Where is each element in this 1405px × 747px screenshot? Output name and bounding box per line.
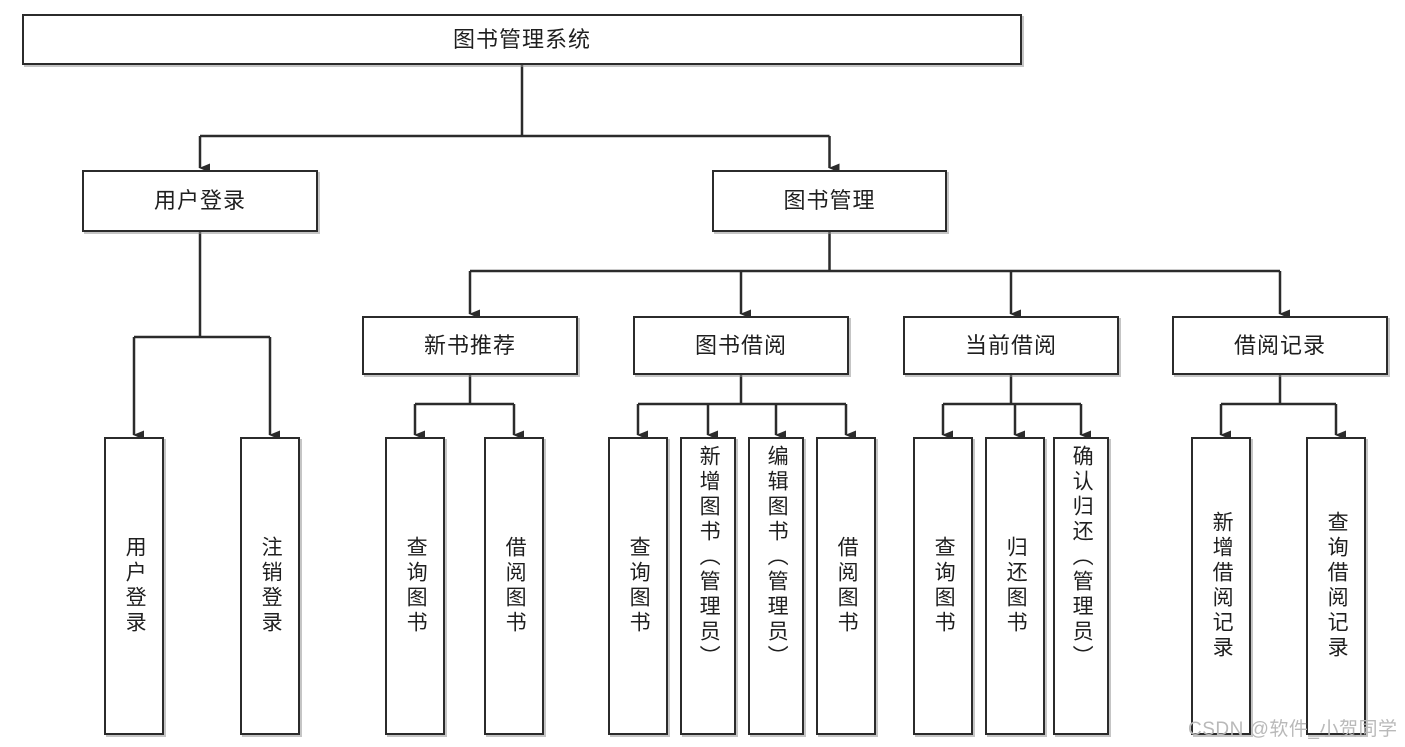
node-label-leaf-borrow-2: 借阅图书 <box>835 536 859 636</box>
node-leaf-add-book[interactable]: 新增图书（管理员） <box>680 437 736 735</box>
node-leaf-edit-book[interactable]: 编辑图书（管理员） <box>748 437 804 735</box>
node-leaf-add-rec[interactable]: 新增借阅记录 <box>1191 437 1251 735</box>
node-borrow-record[interactable]: 借阅记录 <box>1172 316 1388 375</box>
node-label-root: 图书管理系统 <box>452 26 591 52</box>
node-label-leaf-user-login: 用户登录 <box>123 536 147 636</box>
node-label-leaf-query-2: 查询图书 <box>627 536 651 636</box>
node-label-new-book-rec: 新书推荐 <box>423 332 516 358</box>
node-leaf-confirm[interactable]: 确认归还（管理员） <box>1053 437 1109 735</box>
connector-paths <box>132 65 1346 440</box>
node-label-current-borrow: 当前借阅 <box>964 332 1057 358</box>
node-label-leaf-add-book: 新增图书（管理员） <box>697 445 721 670</box>
node-book-borrow[interactable]: 图书借阅 <box>633 316 849 375</box>
node-label-leaf-add-rec: 新增借阅记录 <box>1210 511 1234 661</box>
node-leaf-logout[interactable]: 注销登录 <box>240 437 300 735</box>
node-label-book-borrow: 图书借阅 <box>694 332 787 358</box>
node-label-borrow-record: 借阅记录 <box>1233 332 1326 358</box>
node-leaf-query-1[interactable]: 查询图书 <box>385 437 445 735</box>
node-leaf-query-3[interactable]: 查询图书 <box>913 437 973 735</box>
node-label-leaf-logout: 注销登录 <box>259 536 283 636</box>
node-label-leaf-query-1: 查询图书 <box>404 536 428 636</box>
node-user-login[interactable]: 用户登录 <box>82 170 318 232</box>
node-root[interactable]: 图书管理系统 <box>22 14 1022 65</box>
node-label-leaf-query-rec: 查询借阅记录 <box>1325 511 1349 661</box>
node-label-leaf-return: 归还图书 <box>1004 536 1028 636</box>
node-label-leaf-borrow-1: 借阅图书 <box>503 536 527 636</box>
node-leaf-user-login[interactable]: 用户登录 <box>104 437 164 735</box>
watermark-text: CSDN @软件_小贺同学 <box>1188 719 1398 740</box>
node-label-leaf-query-3: 查询图书 <box>932 536 956 636</box>
node-label-leaf-edit-book: 编辑图书（管理员） <box>765 445 789 670</box>
node-leaf-query-rec[interactable]: 查询借阅记录 <box>1306 437 1366 735</box>
node-leaf-borrow-1[interactable]: 借阅图书 <box>484 437 544 735</box>
node-new-book-rec[interactable]: 新书推荐 <box>362 316 578 375</box>
node-book-manage[interactable]: 图书管理 <box>712 170 947 232</box>
node-label-book-manage: 图书管理 <box>783 188 876 214</box>
node-label-leaf-confirm: 确认归还（管理员） <box>1070 445 1094 670</box>
node-leaf-borrow-2[interactable]: 借阅图书 <box>816 437 876 735</box>
node-label-user-login: 用户登录 <box>153 188 246 214</box>
node-leaf-query-2[interactable]: 查询图书 <box>608 437 668 735</box>
node-leaf-return[interactable]: 归还图书 <box>985 437 1045 735</box>
node-current-borrow[interactable]: 当前借阅 <box>903 316 1119 375</box>
